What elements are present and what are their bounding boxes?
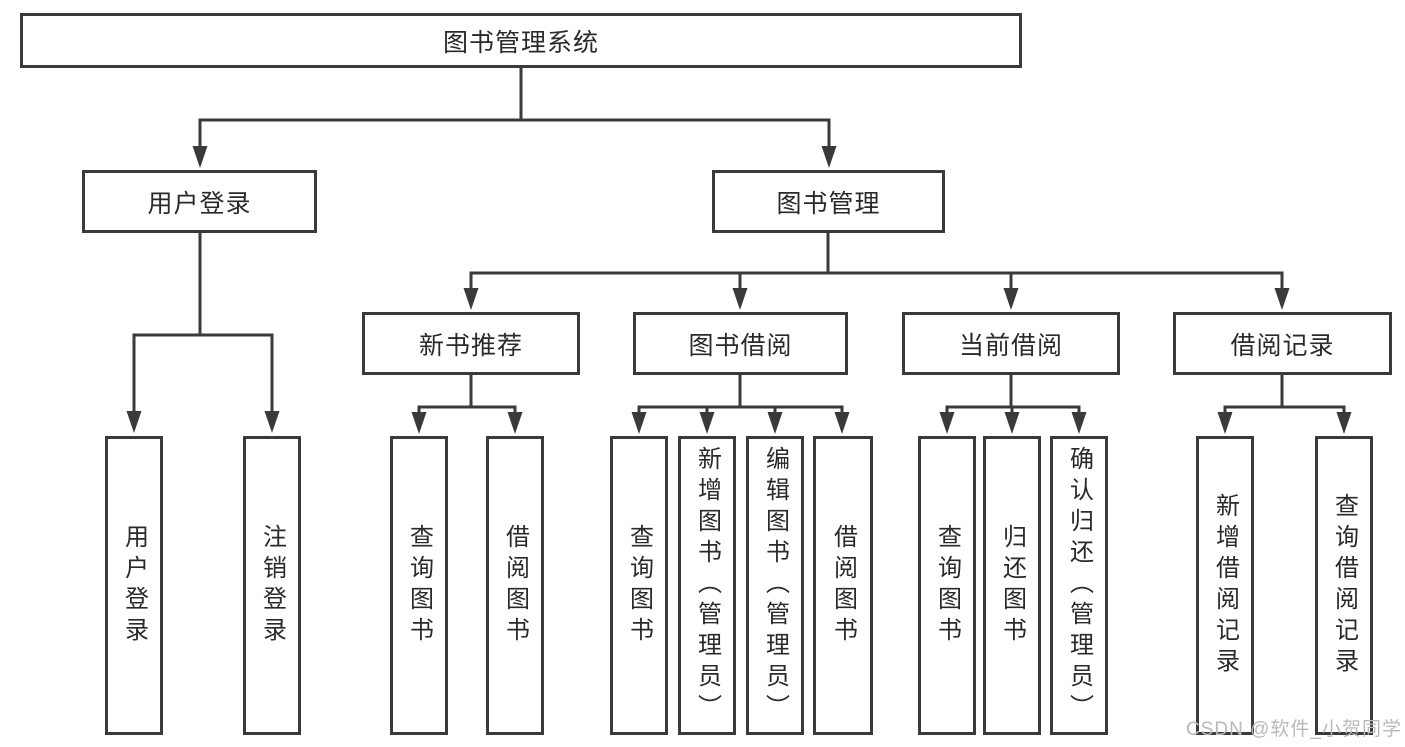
arrowhead [1003,288,1019,310]
connector-user-login-children [126,232,280,433]
arrowhead [463,288,479,310]
connector-borrow-records-children [1217,374,1352,434]
leaf-nbr-borrow-book: 借阅图书 [486,436,544,735]
leaf-br-query-record: 查询借阅记录 [1315,436,1373,735]
arrowhead [126,411,142,433]
connector-current-borrow-children [939,374,1087,434]
node-book-management: 图书管理 [712,170,945,233]
arrowhead [1274,288,1290,310]
arrowhead [264,411,280,433]
leaf-bb-add-book-admin: 新增图书（管理员） [678,436,736,735]
node-borrowing-records: 借阅记录 [1173,312,1392,375]
arrowhead [732,288,748,310]
leaf-user-login: 用户登录 [105,436,163,735]
connector-book-mgmt-children [463,232,1290,310]
csdn-watermark: CSDN @软件_小贺同学 [1186,719,1402,740]
arrowhead [631,412,647,434]
leaf-cb-return-book: 归还图书 [983,436,1041,735]
connector-root-to-level2 [192,67,837,168]
connector-new-book-rec-children [411,374,523,434]
leaf-nbr-query-book: 查询图书 [390,436,448,735]
arrowhead [192,146,208,168]
arrowhead [411,412,427,434]
leaf-logout: 注销登录 [243,436,301,735]
leaf-bb-edit-book-admin: 编辑图书（管理员） [746,436,804,735]
arrowhead [1336,412,1352,434]
arrowhead [1071,412,1087,434]
arrowhead [507,412,523,434]
leaf-bb-borrow-book: 借阅图书 [813,436,873,735]
arrowhead [821,146,837,168]
arrowhead [834,412,850,434]
arrowhead [767,412,783,434]
arrowhead [1217,412,1233,434]
leaf-br-add-record: 新增借阅记录 [1196,436,1254,735]
node-book-borrowing: 图书借阅 [633,312,848,375]
arrowhead [1004,412,1020,434]
arrowhead [699,412,715,434]
arrowhead [939,412,955,434]
leaf-cb-query-book: 查询图书 [918,436,976,735]
leaf-cb-confirm-return-admin: 确认归还（管理员） [1050,436,1108,735]
node-new-book-recommend: 新书推荐 [362,312,580,375]
node-user-login: 用户登录 [82,170,317,233]
connector-book-borrow-children [631,374,850,434]
node-root-library-system: 图书管理系统 [20,13,1022,68]
node-current-borrowing: 当前借阅 [902,312,1120,375]
leaf-bb-query-book: 查询图书 [610,436,668,735]
